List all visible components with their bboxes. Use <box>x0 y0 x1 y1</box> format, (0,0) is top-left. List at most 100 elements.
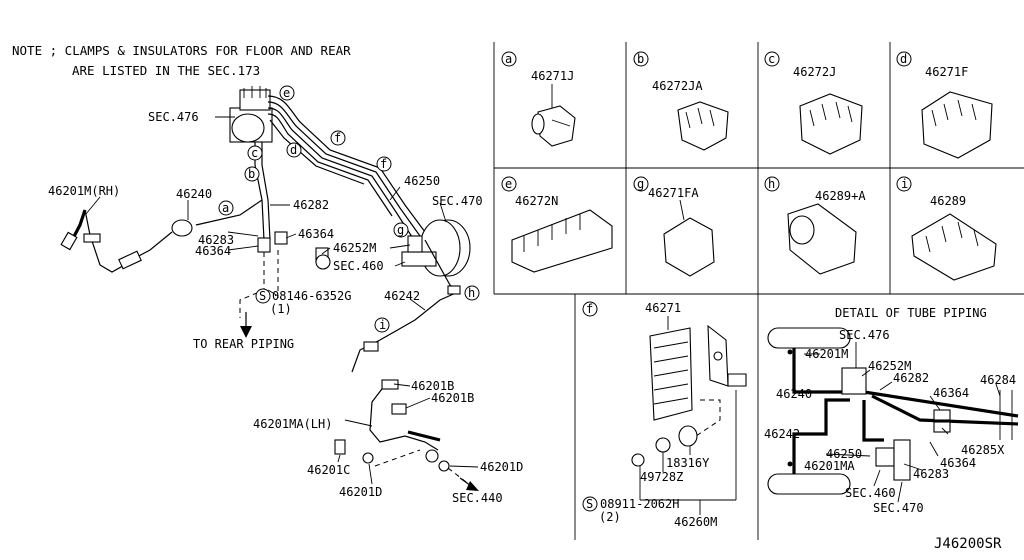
tube-label-46282: 46282 <box>893 371 929 385</box>
diagram-code: J46200SR <box>934 536 1002 552</box>
tube-label-sec470: SEC.470 <box>873 501 924 515</box>
label-46252m: 46252M <box>333 241 376 255</box>
tube-label-sec476: SEC.476 <box>839 328 890 342</box>
clamp-part-number: 46289 <box>930 194 966 208</box>
note-line-2: ARE LISTED IN THE SEC.173 <box>72 63 260 78</box>
label-08146-6352g: 08146-6352G <box>272 289 351 303</box>
label-46201m-rh: 46201M(RH) <box>48 184 120 198</box>
label-08911-qty: (2) <box>599 510 621 524</box>
callout-a: a <box>218 200 234 216</box>
callout-letter: d <box>290 143 297 157</box>
callout-letter: e <box>283 86 290 100</box>
clamp-cell-d: d 46271F <box>896 51 993 159</box>
clamp-letter: a <box>505 52 512 66</box>
label-46282: 46282 <box>293 198 329 212</box>
label-46242: 46242 <box>384 289 420 303</box>
clamp-letter: b <box>637 52 644 66</box>
label-sec460: SEC.460 <box>333 259 384 273</box>
tube-label-46252m: 46252M <box>868 359 911 373</box>
clamp-cell-i: i 46289 <box>896 176 997 281</box>
callout-c: c <box>247 145 263 161</box>
label-46201c: 46201C <box>307 463 350 477</box>
clamp-letter: d <box>900 52 907 66</box>
callout-f2: f <box>376 156 392 172</box>
callout-letter: g <box>397 223 404 237</box>
detail-f: f 46271 18316Y 49728Z S 08911-2062H (2) … <box>582 301 747 529</box>
label-46271: 46271 <box>645 301 681 315</box>
label-46364-a: 46364 <box>298 227 334 241</box>
callout-f: f <box>330 130 346 146</box>
clamp-part-number: 46271J <box>531 69 574 83</box>
label-46201b-2: 46201B <box>431 391 474 405</box>
callout-letter: f <box>334 131 341 145</box>
label-08146-qty: (1) <box>270 302 292 316</box>
label-46201ma-lh: 46201MA(LH) <box>253 417 332 431</box>
tube-label-46364-b: 46364 <box>940 456 976 470</box>
tube-label-sec460: SEC.460 <box>845 486 896 500</box>
clamp-letter: g <box>637 177 644 191</box>
clamp-part-number: 46272JA <box>652 79 703 93</box>
label-46201b-1: 46201B <box>411 379 454 393</box>
tube-piping-detail: DETAIL OF TUBE PIPING SEC.476 46 <box>764 306 1019 515</box>
callout-h: h <box>464 285 480 301</box>
tube-label-46250: 46250 <box>826 447 862 461</box>
label-sec470: SEC.470 <box>432 194 483 208</box>
clamp-cell-g: 46271FA g <box>633 176 715 277</box>
clamp-cell-h: h 46289+A <box>764 176 866 275</box>
callout-s2-letter: S <box>586 497 593 511</box>
callout-i: i <box>374 317 390 333</box>
clamp-part-number: 46289+A <box>815 189 866 203</box>
abs-actuator-drawing <box>229 86 273 143</box>
clamp-letter-and-part: 46271FA <box>648 186 699 200</box>
tube-label-46283: 46283 <box>913 467 949 481</box>
tube-label-46285x: 46285X <box>961 443 1005 457</box>
clamp-part-number: 46272N <box>515 194 558 208</box>
label-46201d-1: 46201D <box>339 485 382 499</box>
label-46240: 46240 <box>176 187 212 201</box>
callout-letter: h <box>468 286 475 300</box>
clamp-cell-a: a 46271J <box>501 51 576 147</box>
callout-g: g <box>393 222 409 238</box>
tube-label-46201ma: 46201MA <box>804 459 855 473</box>
callout-letter: b <box>248 167 255 181</box>
tube-detail-title: DETAIL OF TUBE PIPING <box>835 306 987 320</box>
label-sec476: SEC.476 <box>148 110 199 124</box>
tube-label-46284: 46284 <box>980 373 1016 387</box>
label-08911-2062h: 08911-2062H <box>600 497 679 511</box>
callout-letter: f <box>380 157 387 171</box>
clamp-letter: e <box>505 177 512 191</box>
label-to-rear-piping: TO REAR PIPING <box>193 337 294 351</box>
callout-letter: S <box>259 289 266 303</box>
label-sec440: SEC.440 <box>452 491 503 505</box>
callout-letter: c <box>251 146 258 160</box>
detail-f-letter: f <box>586 302 593 316</box>
label-46201d-2: 46201D <box>480 460 523 474</box>
clamp-letter: i <box>901 177 908 191</box>
clamp-letter: h <box>768 177 775 191</box>
clamp-grid: a 46271J b 46272JA c 46272J d 46271F <box>493 42 1024 540</box>
clamp-letter: c <box>768 52 775 66</box>
callout-e: e <box>279 85 295 101</box>
note-line-1: NOTE ; CLAMPS & INSULATORS FOR FLOOR AND… <box>12 43 351 58</box>
callout-b: b <box>244 166 260 182</box>
callout-letter: i <box>379 318 386 332</box>
clamp-cell-e: e 46272N <box>501 176 613 273</box>
label-46283: 46283 <box>198 233 234 247</box>
tube-label-46201m: 46201M <box>805 347 848 361</box>
label-46260m: 46260M <box>674 515 717 529</box>
master-cylinder-drawing <box>401 219 471 277</box>
callout-s1: S <box>255 288 271 304</box>
tube-label-46240: 46240 <box>776 387 812 401</box>
clamp-part-number: 46271F <box>925 65 968 79</box>
label-46250: 46250 <box>404 174 440 188</box>
clamp-cell-c: c 46272J <box>764 51 863 155</box>
label-49728z: 49728Z <box>640 470 683 484</box>
clamp-part-number: 46272J <box>793 65 836 79</box>
tube-label-46242: 46242 <box>764 427 800 441</box>
label-46364-b: 46364 <box>195 244 231 258</box>
label-18316y: 18316Y <box>666 456 710 470</box>
callout-d: d <box>286 142 302 158</box>
callout-letter: a <box>222 201 229 215</box>
main-assembly: e c d b f f a g <box>48 85 523 505</box>
